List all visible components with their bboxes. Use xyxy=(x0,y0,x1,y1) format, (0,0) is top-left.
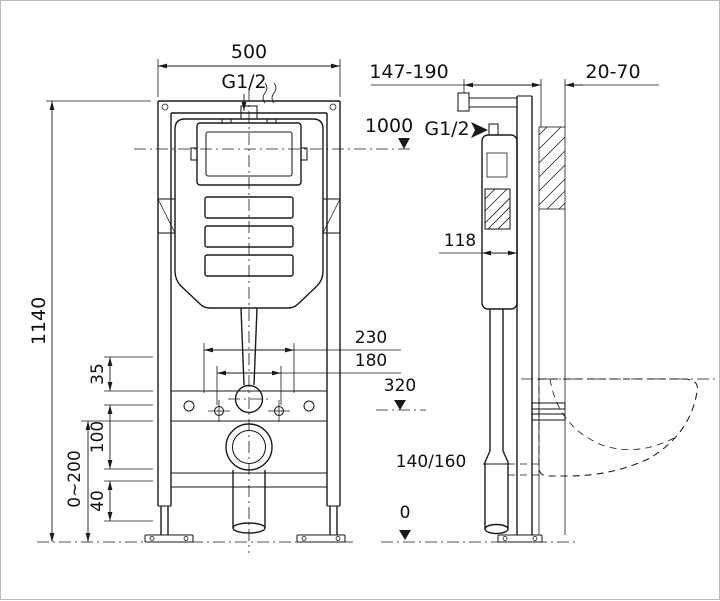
dim-140-160-label: 140/160 xyxy=(396,452,467,472)
hot-water-squiggle-icon xyxy=(271,82,277,104)
fixing-studs xyxy=(531,402,566,421)
supply-pipe xyxy=(457,92,517,112)
dim-320-label: 320 xyxy=(384,376,416,396)
dim-118-label: 118 xyxy=(444,231,476,251)
level-arrow-icon xyxy=(398,138,410,149)
dim-0-200: 0~200 xyxy=(65,420,153,542)
dim-500-label: 500 xyxy=(231,41,267,63)
dim-118: 118 xyxy=(439,231,517,256)
dim-40-label: 40 xyxy=(88,490,108,512)
side-brackets xyxy=(157,198,341,234)
dim-100-label: 100 xyxy=(88,421,108,453)
dim-147-190: 147-190 xyxy=(369,61,542,127)
toilet-bowl-outline xyxy=(508,378,715,477)
side-g12-label: G1/2 xyxy=(424,118,469,140)
front-g12-label: G1/2 xyxy=(221,71,266,93)
level-320: 320 xyxy=(376,376,426,411)
level-0: 0 xyxy=(399,503,411,540)
inlet-nipple xyxy=(488,123,499,136)
dim-35: 35 xyxy=(88,356,153,392)
side-flush-pipe xyxy=(483,309,510,535)
dim-100: 100 xyxy=(88,404,153,470)
side-view: 147-190 20-70 G1/2 xyxy=(369,61,715,543)
level-arrow-icon xyxy=(399,530,411,540)
fill-valve xyxy=(486,152,508,178)
front-view: 500 G1/2 1000 1140 35 xyxy=(28,41,426,553)
dim-180-label: 180 xyxy=(355,351,387,371)
dim-35-label: 35 xyxy=(88,363,108,385)
hot-water-squiggle-icon xyxy=(262,82,268,104)
dim-20-70: 20-70 xyxy=(564,61,659,127)
dim-180: 180 xyxy=(216,351,401,405)
side-foot-plate xyxy=(497,534,543,543)
dim-230: 230 xyxy=(203,328,401,393)
supply-valve xyxy=(457,92,470,112)
fixing-bolts xyxy=(208,400,290,422)
dim-1000-label: 1000 xyxy=(365,115,413,137)
right-arrow-icon xyxy=(471,122,488,138)
side-water-inlet-callout: G1/2 xyxy=(424,118,488,140)
side-cistern xyxy=(481,123,518,310)
wall-section xyxy=(538,126,566,535)
level-arrow-icon xyxy=(394,400,406,410)
dim-0-200-label: 0~200 xyxy=(65,450,85,508)
front-feet xyxy=(144,505,346,543)
dim-1140-label: 1140 xyxy=(28,297,50,345)
dim-height-1140: 1140 xyxy=(28,100,151,542)
front-water-inlet-callout: G1/2 xyxy=(221,71,277,111)
dim-0-label: 0 xyxy=(400,503,411,523)
dim-40: 40 xyxy=(88,480,153,522)
dim-230-label: 230 xyxy=(355,328,387,348)
dim-20-70-label: 20-70 xyxy=(585,61,640,83)
dim-147-190-label: 147-190 xyxy=(369,61,448,83)
flush-mechanism xyxy=(484,188,511,230)
dim-width-500: 500 xyxy=(157,41,341,97)
level-1000: 1000 xyxy=(134,115,414,150)
